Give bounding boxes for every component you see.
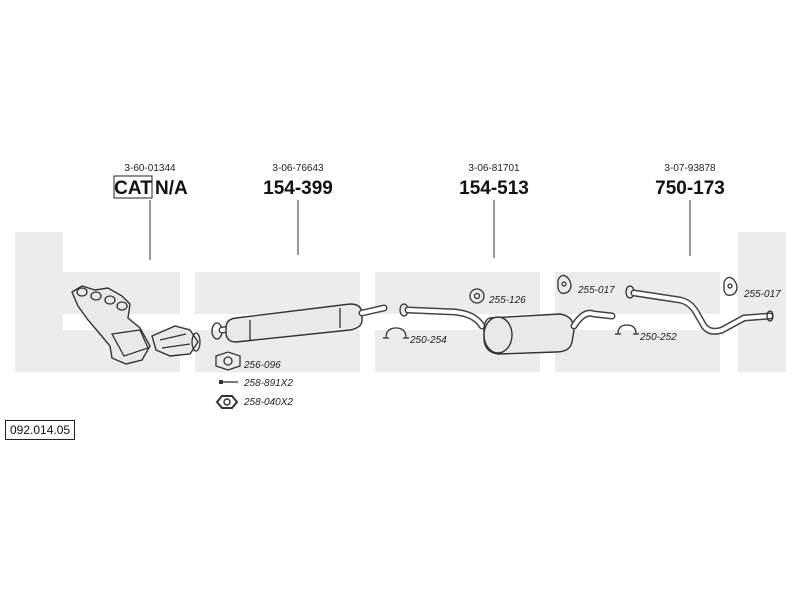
accessory-item[interactable]: 255-126 xyxy=(469,288,526,306)
accessory-item[interactable]: 255-017 xyxy=(557,274,615,296)
tail-pipe[interactable] xyxy=(625,285,774,335)
bolt-icon xyxy=(219,380,238,384)
part-number: 154-399 xyxy=(263,178,333,199)
accessory-code: 256-096 xyxy=(243,360,281,371)
section-front-silencer: 3-06-76643 154-399 xyxy=(211,163,388,343)
diagram-id: 092.014.05 xyxy=(5,420,76,440)
watermark-logo xyxy=(15,232,786,372)
front-silencer[interactable] xyxy=(211,303,388,343)
accessory-code: 258-040X2 xyxy=(243,397,293,408)
accessory-item[interactable]: 255-017 xyxy=(723,276,781,300)
catalytic-manifold[interactable] xyxy=(71,285,201,365)
section-tail-pipe: 3-07-93878 750-173 xyxy=(625,163,774,335)
oem-number: 3-60-01344 xyxy=(124,163,176,174)
accessory-code: 255-017 xyxy=(577,285,615,296)
accessory-code: 258-891X2 xyxy=(243,378,293,389)
accessory-code: 255-126 xyxy=(488,295,526,306)
section-catalyst: 3-60-01344 CAT N/A xyxy=(71,163,201,365)
section-centre-silencer: 3-06-81701 154-513 xyxy=(399,163,616,355)
clamp-icon xyxy=(615,324,639,335)
rubber-hanger-icon xyxy=(557,274,572,294)
accessory-item[interactable]: 256-096 xyxy=(215,351,281,371)
rubber-hanger-icon xyxy=(723,276,738,296)
cat-box xyxy=(113,175,153,199)
accessory-item[interactable]: 258-891X2 xyxy=(219,378,293,389)
accessory-code: 250-254 xyxy=(409,335,447,346)
clamp-icon xyxy=(383,327,409,339)
gasket-icon xyxy=(215,351,241,371)
oem-number: 3-06-81701 xyxy=(468,163,520,174)
part-number: 154-513 xyxy=(459,178,529,199)
part-number: 750-173 xyxy=(655,178,725,199)
accessory-item[interactable]: 258-040X2 xyxy=(215,395,293,409)
accessory-item[interactable]: 250-254 xyxy=(383,327,447,346)
rubber-hanger-icon xyxy=(469,288,485,304)
accessory-item[interactable]: 250-252 xyxy=(615,324,677,343)
oem-number: 3-06-76643 xyxy=(272,163,324,174)
accessory-code: 255-017 xyxy=(743,289,781,300)
part-number: N/A xyxy=(155,178,188,199)
accessory-code: 250-252 xyxy=(639,332,677,343)
cat-label: CAT xyxy=(114,178,152,199)
centre-silencer[interactable] xyxy=(399,303,616,355)
oem-number: 3-07-93878 xyxy=(664,163,716,174)
nut-icon xyxy=(215,395,239,409)
